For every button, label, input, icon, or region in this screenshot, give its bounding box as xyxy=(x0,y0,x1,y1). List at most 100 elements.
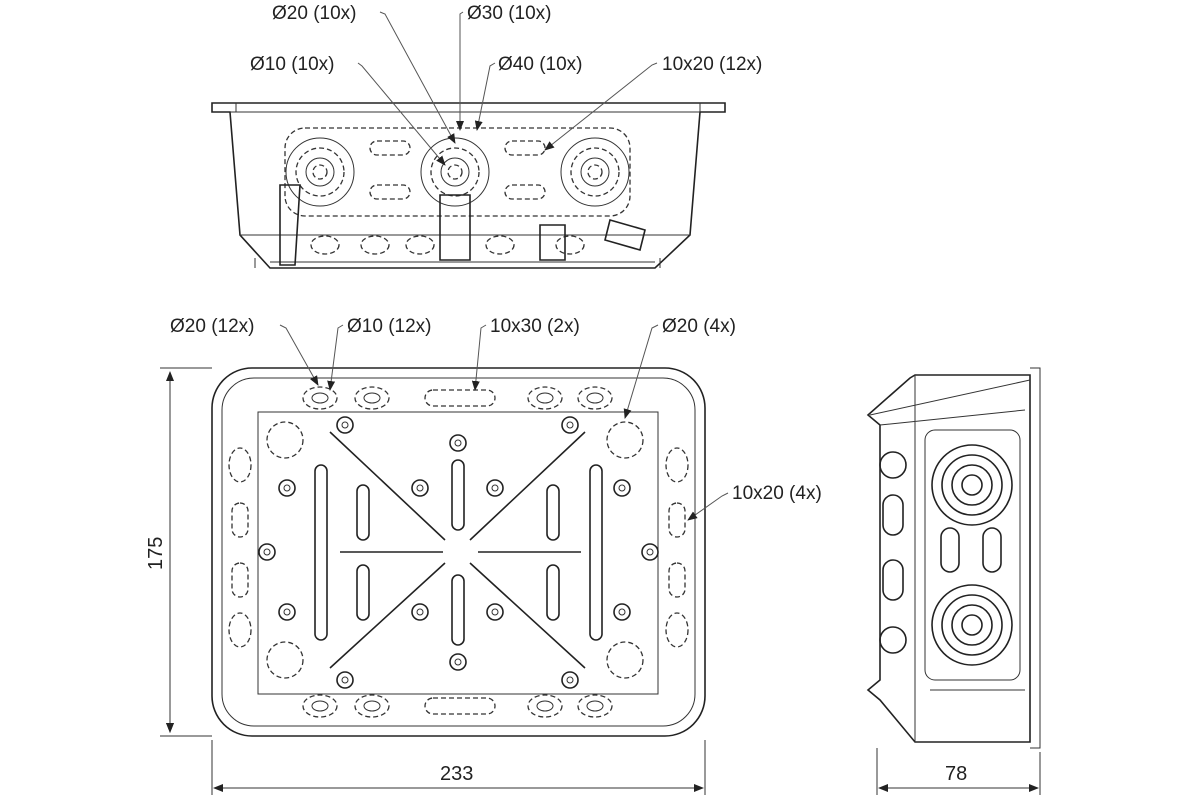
slot-knockout xyxy=(369,184,411,200)
screw-boss xyxy=(454,439,462,447)
screw-boss xyxy=(283,484,291,492)
screw-boss xyxy=(336,671,354,689)
slot-knockout xyxy=(882,559,904,601)
screw-boss xyxy=(613,603,631,621)
knockout-hole xyxy=(527,694,563,718)
screw-boss xyxy=(486,479,504,497)
screw-boss xyxy=(561,671,579,689)
knockout-hole xyxy=(360,235,390,255)
knockout-hole xyxy=(363,392,381,404)
slot-knockout xyxy=(424,389,496,407)
callout-10x20-4x: 10x20 (4x) xyxy=(732,483,822,504)
knockout-hole xyxy=(363,700,381,712)
knockout-hole xyxy=(527,386,563,410)
plan-dimensions: 175 233 xyxy=(145,367,706,795)
screw-boss xyxy=(416,484,424,492)
screw-boss xyxy=(411,479,429,497)
slot-knockout xyxy=(231,562,249,598)
knockout-hole xyxy=(485,235,515,255)
knockout-hole xyxy=(577,694,613,718)
knockout-hole xyxy=(931,584,1013,666)
knockout-hole xyxy=(285,137,355,207)
screw-boss xyxy=(618,484,626,492)
callout-d10-12x: Ø10 (12x) xyxy=(347,316,431,337)
side-dimensions: 78 xyxy=(876,748,1041,795)
plan-view-callouts: Ø20 (12x) Ø10 (12x) 10x30 (2x) Ø20 (4x) … xyxy=(170,316,822,521)
screw-boss xyxy=(641,543,659,561)
knockout-hole xyxy=(555,235,585,255)
screw-boss xyxy=(566,676,574,684)
knockout-hole xyxy=(266,421,304,459)
knockout-hole xyxy=(312,164,328,180)
slot-knockout xyxy=(231,502,249,538)
slot-knockout xyxy=(369,140,411,156)
knockout-hole xyxy=(302,694,338,718)
screw-boss xyxy=(449,653,467,671)
slot-knockout xyxy=(940,527,960,573)
screw-boss xyxy=(449,434,467,452)
slot-knockout xyxy=(668,502,686,538)
callout-d20-10x: Ø20 (10x) xyxy=(272,3,356,24)
knockout-hole xyxy=(570,147,620,197)
knockout-hole xyxy=(587,164,603,180)
slot-knockout xyxy=(424,697,496,715)
knockout-hole xyxy=(430,147,480,197)
callout-d20-4x: Ø20 (4x) xyxy=(662,316,736,337)
knockout-hole xyxy=(580,157,610,187)
dimension-width: 233 xyxy=(440,763,473,785)
screw-boss xyxy=(263,548,271,556)
screw-boss xyxy=(454,658,462,666)
screw-boss xyxy=(613,479,631,497)
screw-boss xyxy=(258,543,276,561)
plan-view xyxy=(211,367,706,737)
knockout-hole xyxy=(606,641,644,679)
knockout-hole xyxy=(665,447,689,483)
slot-knockout xyxy=(504,184,546,200)
front-view-callouts: Ø20 (10x) Ø30 (10x) Ø10 (10x) Ø40 (10x) … xyxy=(250,3,762,166)
knockout-hole xyxy=(228,612,252,648)
knockout-hole xyxy=(228,447,252,483)
screw-boss xyxy=(278,479,296,497)
screw-boss xyxy=(278,603,296,621)
screw-boss xyxy=(341,676,349,684)
knockout-hole xyxy=(295,147,345,197)
knockout-hole xyxy=(440,157,470,187)
knockout-hole xyxy=(447,164,463,180)
slot-knockout xyxy=(982,527,1002,573)
callout-10x20-12x: 10x20 (12x) xyxy=(662,54,762,75)
slot-knockout xyxy=(504,140,546,156)
screw-boss xyxy=(491,608,499,616)
screw-boss xyxy=(491,484,499,492)
knockout-hole xyxy=(586,392,604,404)
callout-d20-12x: Ø20 (12x) xyxy=(170,316,254,337)
knockout-hole xyxy=(941,594,1003,656)
knockout-hole xyxy=(941,454,1003,516)
callout-10x30-2x: 10x30 (2x) xyxy=(490,316,580,337)
screw-boss xyxy=(336,416,354,434)
knockout-hole xyxy=(302,386,338,410)
knockout-hole xyxy=(310,235,340,255)
side-view xyxy=(866,367,1041,749)
knockout-hole xyxy=(931,444,1013,526)
knockout-hole xyxy=(879,451,907,479)
knockout-hole xyxy=(961,614,983,636)
knockout-hole xyxy=(354,694,390,718)
knockout-hole xyxy=(311,700,329,712)
screw-boss xyxy=(283,608,291,616)
knockout-hole xyxy=(405,235,435,255)
knockout-hole xyxy=(586,700,604,712)
slot-knockout xyxy=(882,494,904,536)
knockout-hole xyxy=(577,386,613,410)
knockout-hole xyxy=(536,392,554,404)
knockout-hole xyxy=(879,626,907,654)
knockout-hole xyxy=(951,464,993,506)
screw-boss xyxy=(416,608,424,616)
screw-boss xyxy=(561,416,579,434)
knockout-hole xyxy=(311,392,329,404)
knockout-hole xyxy=(266,641,304,679)
knockout-hole xyxy=(536,700,554,712)
callout-d30-10x: Ø30 (10x) xyxy=(467,3,551,24)
slot-knockout xyxy=(668,562,686,598)
knockout-hole xyxy=(560,137,630,207)
